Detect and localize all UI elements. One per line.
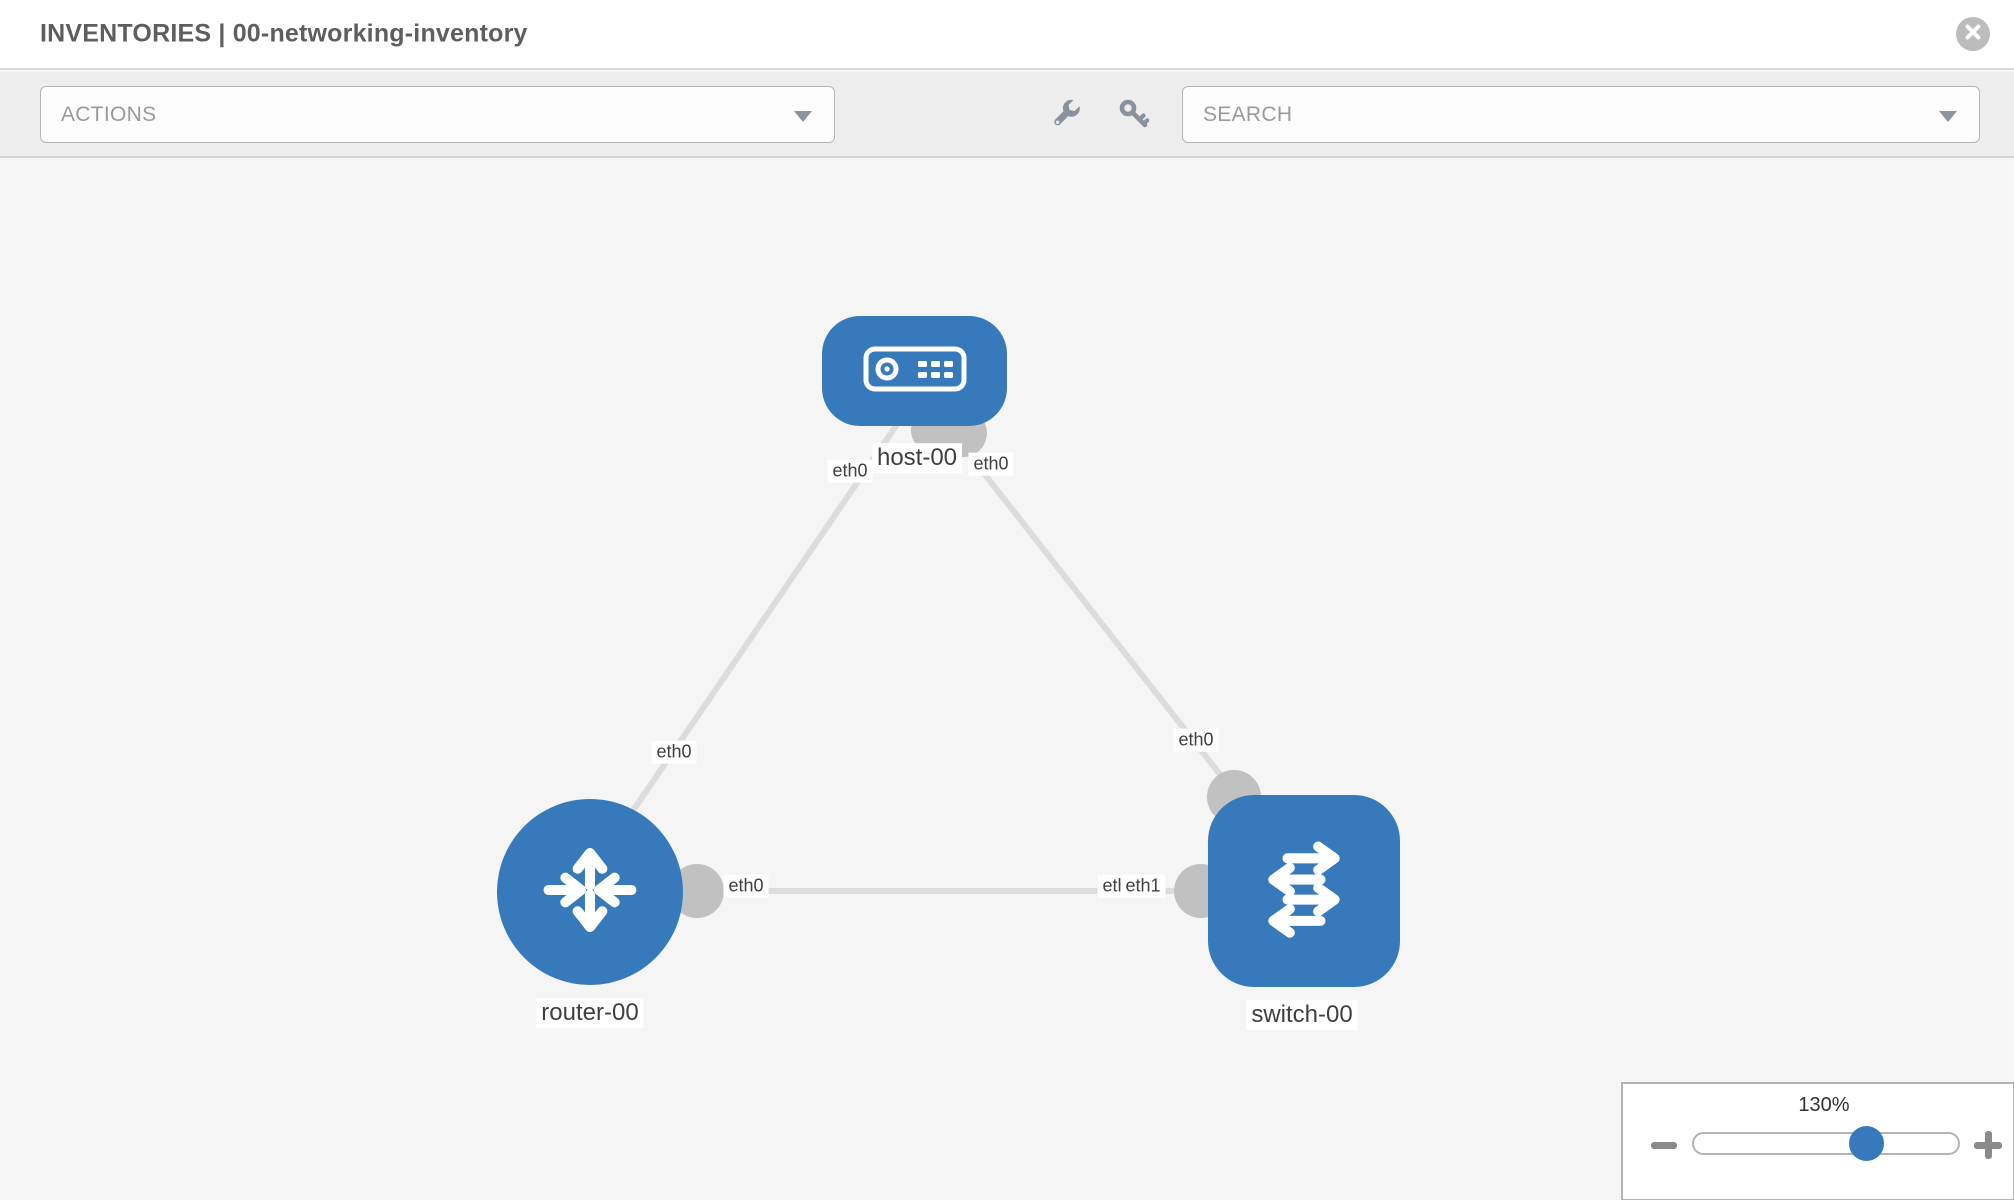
page-header: INVENTORIES | 00-networking-inventory — [0, 0, 2014, 70]
close-button[interactable] — [1956, 17, 1990, 51]
page-title: INVENTORIES | 00-networking-inventory — [40, 19, 528, 48]
credentials-button[interactable] — [1117, 98, 1151, 135]
server-icon — [863, 346, 967, 397]
configure-button[interactable] — [1049, 98, 1083, 135]
router-arrows-icon — [534, 834, 646, 951]
switch-arrows-icon — [1245, 830, 1363, 953]
zoom-out-button[interactable] — [1651, 1132, 1677, 1158]
key-icon — [1118, 98, 1150, 135]
iface-label: eth0 — [968, 452, 1014, 476]
zoom-slider-track[interactable] — [1692, 1132, 1960, 1155]
node-label-router-00: router-00 — [536, 998, 644, 1028]
node-switch-00[interactable] — [1208, 795, 1400, 987]
topology-links-layer — [627, 406, 1261, 918]
search-dropdown-label: SEARCH — [1203, 102, 1293, 126]
iface-label: eth0 — [827, 459, 873, 483]
node-label-host-00: host-00 — [871, 443, 963, 473]
actions-dropdown[interactable]: ACTIONS — [40, 86, 835, 143]
chevron-down-icon — [794, 110, 812, 122]
zoom-widget: 130% — [1621, 1082, 2014, 1200]
close-icon — [1965, 24, 1981, 45]
node-label-switch-00: switch-00 — [1246, 1000, 1358, 1030]
search-dropdown[interactable]: SEARCH — [1182, 86, 1980, 143]
zoom-in-button[interactable] — [1974, 1131, 2002, 1159]
chevron-down-icon — [1939, 110, 1957, 122]
node-router-00[interactable] — [497, 799, 683, 985]
iface-label: eth0 — [723, 874, 769, 898]
actions-dropdown-label: ACTIONS — [61, 102, 157, 126]
zoom-slider-handle[interactable] — [1849, 1126, 1884, 1161]
iface-label: eth0 — [651, 740, 697, 764]
zoom-level: 130% — [1798, 1094, 1850, 1116]
port-router-eth0[interactable] — [670, 864, 724, 918]
wrench-icon — [1050, 98, 1082, 135]
topology-canvas[interactable]: eth0 eth0 eth0 eth0 eth0 eth0 eth1 host-… — [0, 160, 2014, 1200]
toolbar: ACTIONS SEARCH — [0, 72, 2014, 158]
iface-label: eth1 — [1120, 874, 1166, 898]
iface-label: eth0 — [1173, 728, 1219, 752]
node-host-00[interactable] — [822, 316, 1007, 426]
minus-icon — [1651, 1142, 1677, 1149]
